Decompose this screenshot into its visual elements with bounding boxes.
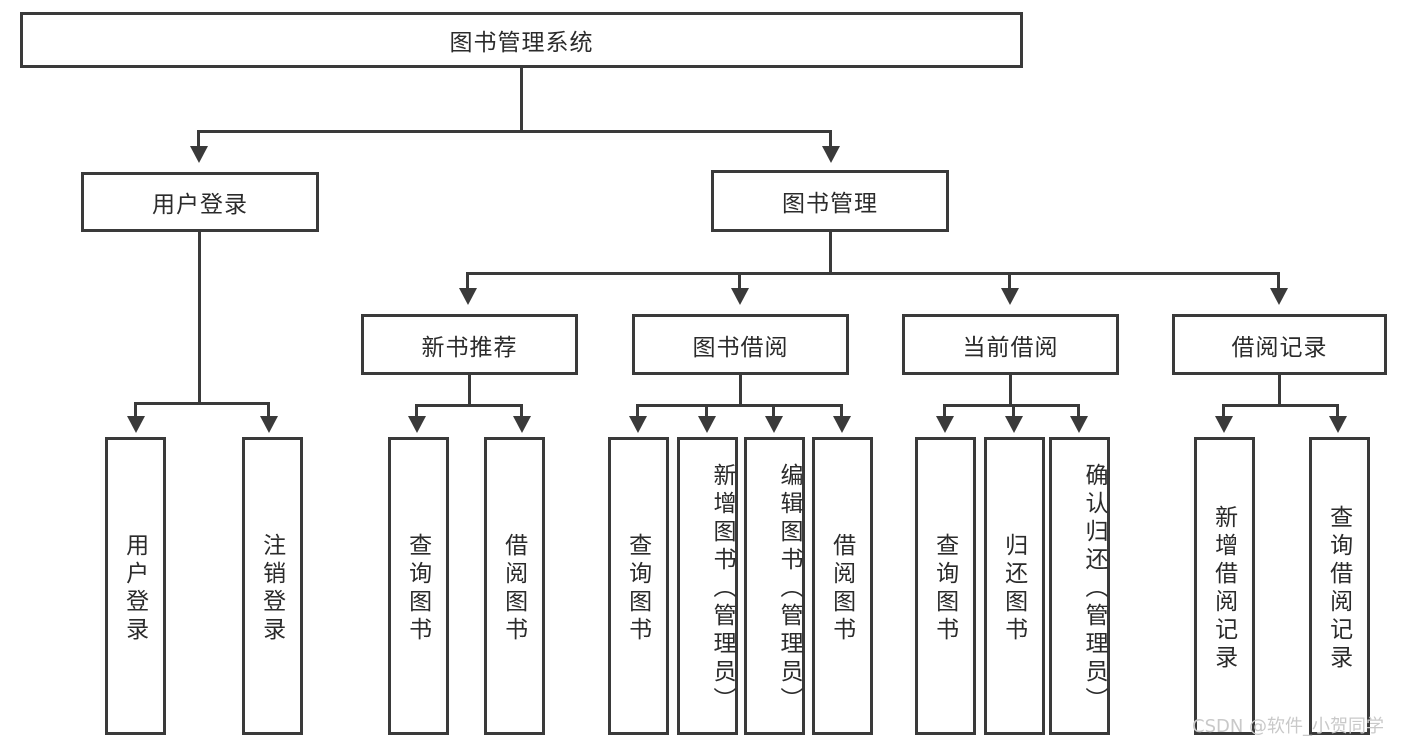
arrow-cb-leaf-1 bbox=[936, 416, 954, 433]
edge-br-drop-1 bbox=[1222, 404, 1225, 418]
edge-bm-drop-3 bbox=[1008, 272, 1011, 290]
arrow-bb-leaf-1 bbox=[629, 416, 647, 433]
edge-br-stem bbox=[1278, 375, 1281, 406]
arrow-to-leaf-logout bbox=[260, 416, 278, 433]
node-borrow-record[interactable]: 借阅记录 bbox=[1172, 314, 1387, 375]
arrow-to-borrow-record bbox=[1270, 288, 1288, 305]
node-book-management[interactable]: 图书管理 bbox=[711, 170, 949, 232]
arrow-to-book-management bbox=[822, 146, 840, 163]
edge-nbr-drop-2 bbox=[520, 404, 523, 418]
edge-bm-drop-1 bbox=[466, 272, 469, 290]
edge-cb-drop-1 bbox=[943, 404, 946, 418]
arrow-nbr-leaf-2 bbox=[513, 416, 531, 433]
edge-user-login-drop-2 bbox=[267, 402, 270, 418]
edge-user-login-drop-1 bbox=[134, 402, 137, 418]
leaf-br-add-record[interactable]: 新增借阅记录 bbox=[1194, 437, 1255, 735]
edge-book-management-stem bbox=[829, 232, 832, 274]
edge-user-login-bus bbox=[134, 402, 270, 405]
arrow-nbr-leaf-1 bbox=[408, 416, 426, 433]
edge-br-bus bbox=[1222, 404, 1339, 407]
leaf-nbr-borrow-book[interactable]: 借阅图书 bbox=[484, 437, 545, 735]
edge-cb-bus bbox=[943, 404, 1080, 407]
leaf-logout[interactable]: 注销登录 bbox=[242, 437, 303, 735]
edge-book-management-bus bbox=[466, 272, 1280, 275]
edge-cb-drop-2 bbox=[1012, 404, 1015, 418]
leaf-cb-query-book[interactable]: 查询图书 bbox=[915, 437, 976, 735]
arrow-to-user-login bbox=[190, 146, 208, 163]
edge-bb-stem bbox=[739, 375, 742, 406]
edge-user-login-stem bbox=[198, 232, 201, 404]
edge-bm-drop-4 bbox=[1277, 272, 1280, 290]
edge-cb-stem bbox=[1009, 375, 1012, 406]
node-current-borrow[interactable]: 当前借阅 bbox=[902, 314, 1119, 375]
edge-bm-drop-2 bbox=[738, 272, 741, 290]
edge-root-stem bbox=[520, 68, 523, 132]
edge-root-drop-left bbox=[197, 130, 200, 148]
arrow-br-leaf-1 bbox=[1215, 416, 1233, 433]
edge-nbr-drop-1 bbox=[415, 404, 418, 418]
arrow-bb-leaf-2 bbox=[698, 416, 716, 433]
arrow-to-current-borrow bbox=[1001, 288, 1019, 305]
leaf-bb-add-book-admin[interactable]: 新增图书（管理员） bbox=[677, 437, 738, 735]
edge-root-bus bbox=[197, 130, 832, 133]
leaf-nbr-query-book[interactable]: 查询图书 bbox=[388, 437, 449, 735]
edge-nbr-bus bbox=[415, 404, 523, 407]
leaf-user-login[interactable]: 用户登录 bbox=[105, 437, 166, 735]
watermark: CSDN @软件_小贺同学 bbox=[1192, 716, 1385, 737]
arrow-cb-leaf-2 bbox=[1005, 416, 1023, 433]
arrow-to-book-borrow bbox=[731, 288, 749, 305]
arrow-to-leaf-user-login bbox=[127, 416, 145, 433]
leaf-bb-query-book[interactable]: 查询图书 bbox=[608, 437, 669, 735]
arrow-cb-leaf-3 bbox=[1070, 416, 1088, 433]
leaf-br-query-record[interactable]: 查询借阅记录 bbox=[1309, 437, 1370, 735]
leaf-cb-confirm-return-admin[interactable]: 确认归还（管理员） bbox=[1049, 437, 1110, 735]
edge-nbr-stem bbox=[468, 375, 471, 406]
edge-bb-drop-4 bbox=[840, 404, 843, 418]
edge-bb-drop-1 bbox=[636, 404, 639, 418]
leaf-bb-edit-book-admin[interactable]: 编辑图书（管理员） bbox=[744, 437, 805, 735]
node-user-login[interactable]: 用户登录 bbox=[81, 172, 319, 232]
edge-br-drop-2 bbox=[1336, 404, 1339, 418]
arrow-bb-leaf-4 bbox=[833, 416, 851, 433]
edge-bb-drop-3 bbox=[772, 404, 775, 418]
leaf-bb-borrow-book[interactable]: 借阅图书 bbox=[812, 437, 873, 735]
edge-root-drop-right bbox=[829, 130, 832, 148]
edge-cb-drop-3 bbox=[1077, 404, 1080, 418]
node-root-book-management-system[interactable]: 图书管理系统 bbox=[20, 12, 1023, 68]
leaf-cb-return-book[interactable]: 归还图书 bbox=[984, 437, 1045, 735]
arrow-bb-leaf-3 bbox=[765, 416, 783, 433]
arrow-br-leaf-2 bbox=[1329, 416, 1347, 433]
node-new-book-recommend[interactable]: 新书推荐 bbox=[361, 314, 578, 375]
edge-bb-bus bbox=[636, 404, 843, 407]
edge-bb-drop-2 bbox=[705, 404, 708, 418]
arrow-to-new-book-recommend bbox=[459, 288, 477, 305]
node-book-borrow[interactable]: 图书借阅 bbox=[632, 314, 849, 375]
